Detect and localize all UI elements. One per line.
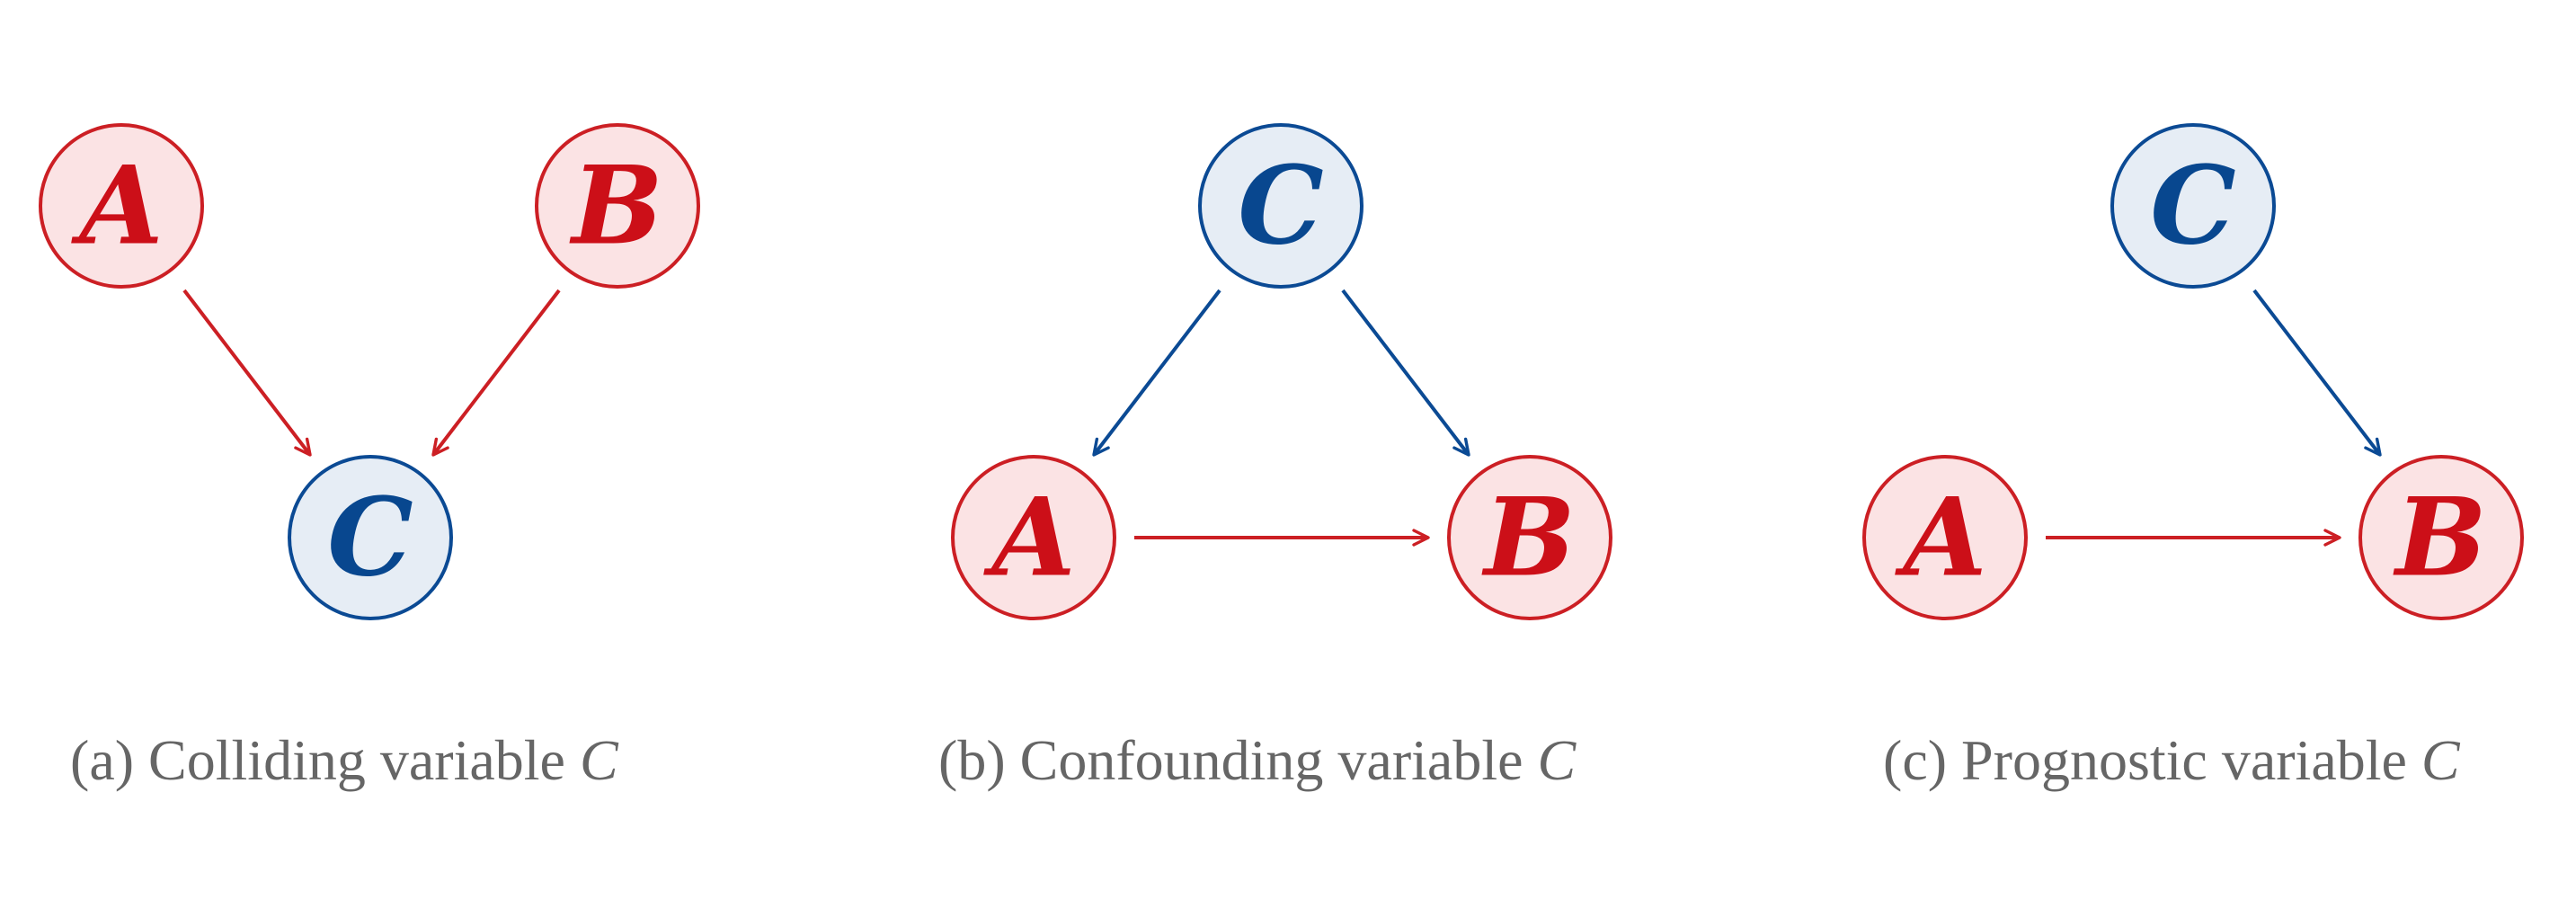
edge-c-to-a [1092,289,1221,457]
node-b: B [2358,455,2524,620]
svg-text:C: C [1238,143,1324,270]
svg-text:B: B [1481,475,1575,601]
panel-b: C A B (b) Confounding variable C [938,123,1612,792]
edge-c-to-b [2252,289,2382,457]
panel-c: C A B (c) Prognostic variable C [1862,123,2524,792]
svg-text:A: A [982,475,1075,601]
node-a: A [951,455,1116,620]
caption-a: (a) Colliding variable C [70,728,619,792]
node-c: C [1198,123,1364,289]
edge-a-to-c [182,289,312,457]
node-c: C [288,455,453,620]
node-b: B [1447,455,1612,620]
svg-text:C: C [327,475,413,601]
panel-a: A B C (a) Colliding variable C [39,123,700,792]
node-c: C [2110,123,2276,289]
svg-text:C: C [2150,143,2236,270]
node-b: B [535,123,700,289]
svg-text:B: B [2393,475,2486,601]
node-a: A [1862,455,2028,620]
svg-text:A: A [1894,475,1986,601]
caption-b: (b) Confounding variable C [938,728,1577,792]
edge-c-to-b [1341,289,1470,457]
svg-text:A: A [70,143,163,270]
edge-b-to-c [431,289,561,457]
node-a: A [39,123,204,289]
svg-text:B: B [569,143,662,270]
caption-c: (c) Prognostic variable C [1883,728,2461,792]
